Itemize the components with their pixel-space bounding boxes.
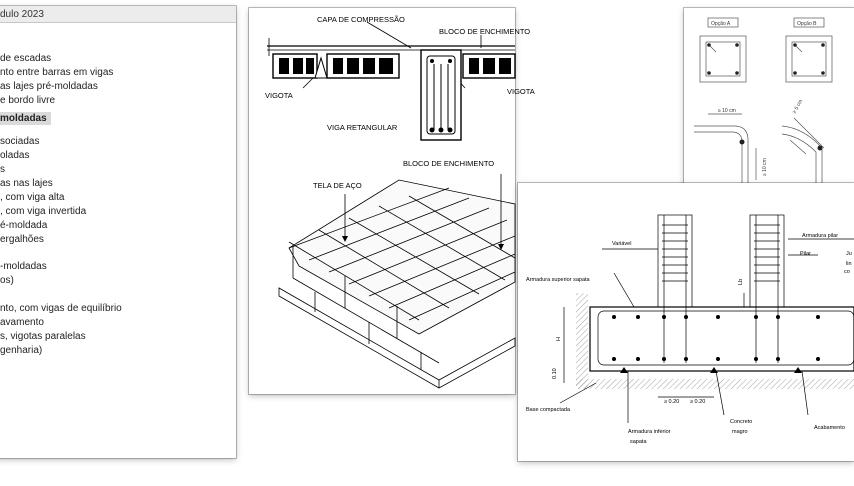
outline-title: dulo 2023: [0, 6, 236, 23]
outline-row[interactable]: -moldadas: [0, 260, 236, 274]
outline-row[interactable]: de escadas: [0, 52, 236, 66]
bloco-label-mid: BLOCO DE ENCHIMENTO: [403, 159, 494, 168]
outline-row[interactable]: [0, 288, 236, 302]
detail-drawing-window: Opção A Opção B ≥ 10 cm ≥ 5 cm ≥ 10 cm: [684, 8, 854, 190]
sapata-label: sapata: [630, 439, 647, 445]
co-label: co: [844, 269, 850, 275]
outline-item[interactable]: os): [0, 275, 14, 287]
pilar-label: Pilar: [800, 251, 811, 257]
acabamento-label: Acabamento: [814, 425, 845, 431]
ju-label: Ju: [846, 251, 852, 257]
outline-row[interactable]: genharia): [0, 344, 236, 358]
armadura-inferior-label: Armadura inferior: [628, 429, 671, 435]
outline-item[interactable]: , com viga alta: [0, 191, 65, 203]
lb-label: Lb: [738, 279, 744, 285]
dim2-label: ≥ 5 cm: [792, 99, 805, 115]
variavel-label: Variável: [612, 241, 631, 247]
outline-item[interactable]: , com viga invertida: [0, 205, 87, 217]
footing-drawing-window: Variável Armadura pilar Pilar Ju lin co …: [518, 183, 854, 461]
outline-item[interactable]: nto, com vigas de equilíbrio: [0, 303, 122, 315]
tela-label: TELA DE AÇO: [313, 181, 362, 190]
viga-label: VIGA RETANGULAR: [327, 123, 398, 132]
base-label: Base compactada: [526, 407, 571, 413]
slab-drawing-window: CAPA DE COMPRESSÃO BLOCO DE ENCHIMENTO V…: [249, 8, 535, 394]
bloco-label-top: BLOCO DE ENCHIMENTO: [439, 27, 530, 36]
footing-drawing: Variável Armadura pilar Pilar Ju lin co …: [526, 214, 854, 445]
outline-row[interactable]: sociadas: [0, 135, 236, 149]
outline-item[interactable]: -moldadas: [0, 261, 47, 273]
capa-label: CAPA DE COMPRESSÃO: [317, 15, 405, 24]
outline-item[interactable]: genharia): [0, 344, 43, 356]
outline-item[interactable]: moldadas: [0, 111, 51, 126]
dim020a-label: ≥ 0.20: [664, 399, 679, 405]
outline-row[interactable]: oladas: [0, 149, 236, 163]
dim3-label: ≥ 10 cm: [762, 158, 768, 176]
outline-row[interactable]: s, vigotas paralelas: [0, 330, 236, 344]
outline-row[interactable]: nto entre barras em vigas: [0, 66, 236, 80]
outline-row[interactable]: nto, com vigas de equilíbrio: [0, 302, 236, 316]
h010-label: 0.10: [552, 368, 558, 379]
detail-drawing: Opção A Opção B ≥ 10 cm ≥ 5 cm ≥ 10 cm: [694, 17, 833, 184]
magro-label: magro: [732, 429, 748, 435]
outline-row[interactable]: , com viga invertida: [0, 205, 236, 219]
outline-row[interactable]: avamento: [0, 316, 236, 330]
dim1-label: ≥ 10 cm: [718, 108, 736, 114]
outline-item[interactable]: as lajes pré-moldadas: [0, 80, 98, 92]
outline-item[interactable]: nto entre barras em vigas: [0, 66, 114, 78]
outline-item[interactable]: avamento: [0, 316, 44, 328]
outline-row[interactable]: as nas lajes: [0, 177, 236, 191]
opcao-a-label: Opção A: [711, 21, 731, 27]
outline-row[interactable]: moldadas: [0, 108, 236, 126]
outline-row[interactable]: [0, 246, 236, 260]
outline-item[interactable]: sociadas: [0, 136, 40, 148]
slab-drawing: CAPA DE COMPRESSÃO BLOCO DE ENCHIMENTO V…: [265, 15, 535, 389]
outline-list: de escadas nto entre barras em vigas as la…: [0, 52, 236, 358]
outline-row[interactable]: é-moldada: [0, 219, 236, 233]
outline-item[interactable]: é-moldada: [0, 219, 48, 231]
outline-item[interactable]: as nas lajes: [0, 178, 53, 190]
outline-item[interactable]: ergalhões: [0, 233, 44, 245]
concreto-label: Concreto: [730, 419, 752, 425]
outline-row[interactable]: , com viga alta: [0, 191, 236, 205]
outline-item[interactable]: s, vigotas paralelas: [0, 330, 86, 342]
outline-item[interactable]: e bordo livre: [0, 94, 56, 106]
vigota-label-right: VIGOTA: [507, 87, 535, 96]
opcao-b-label: Opção B: [797, 21, 817, 27]
outline-item[interactable]: de escadas: [0, 53, 52, 64]
document-outline-window: dulo 2023 de escadas nto entre barras em …: [0, 6, 236, 458]
outline-row[interactable]: s: [0, 163, 236, 177]
armadura-pilar-label: Armadura pilar: [802, 233, 838, 239]
armadura-superior-label: Armadura superior sapata: [526, 277, 591, 283]
dim020b-label: ≥ 0.20: [690, 399, 705, 405]
lin-label: lin: [846, 261, 852, 267]
vigota-label-left: VIGOTA: [265, 91, 293, 100]
outline-row[interactable]: as lajes pré-moldadas: [0, 80, 236, 94]
outline-row[interactable]: os): [0, 274, 236, 288]
outline-row[interactable]: e bordo livre: [0, 94, 236, 108]
outline-item[interactable]: s: [0, 164, 5, 176]
h-label: H: [556, 337, 562, 341]
outline-row[interactable]: ergalhões: [0, 233, 236, 247]
outline-item[interactable]: oladas: [0, 150, 30, 162]
